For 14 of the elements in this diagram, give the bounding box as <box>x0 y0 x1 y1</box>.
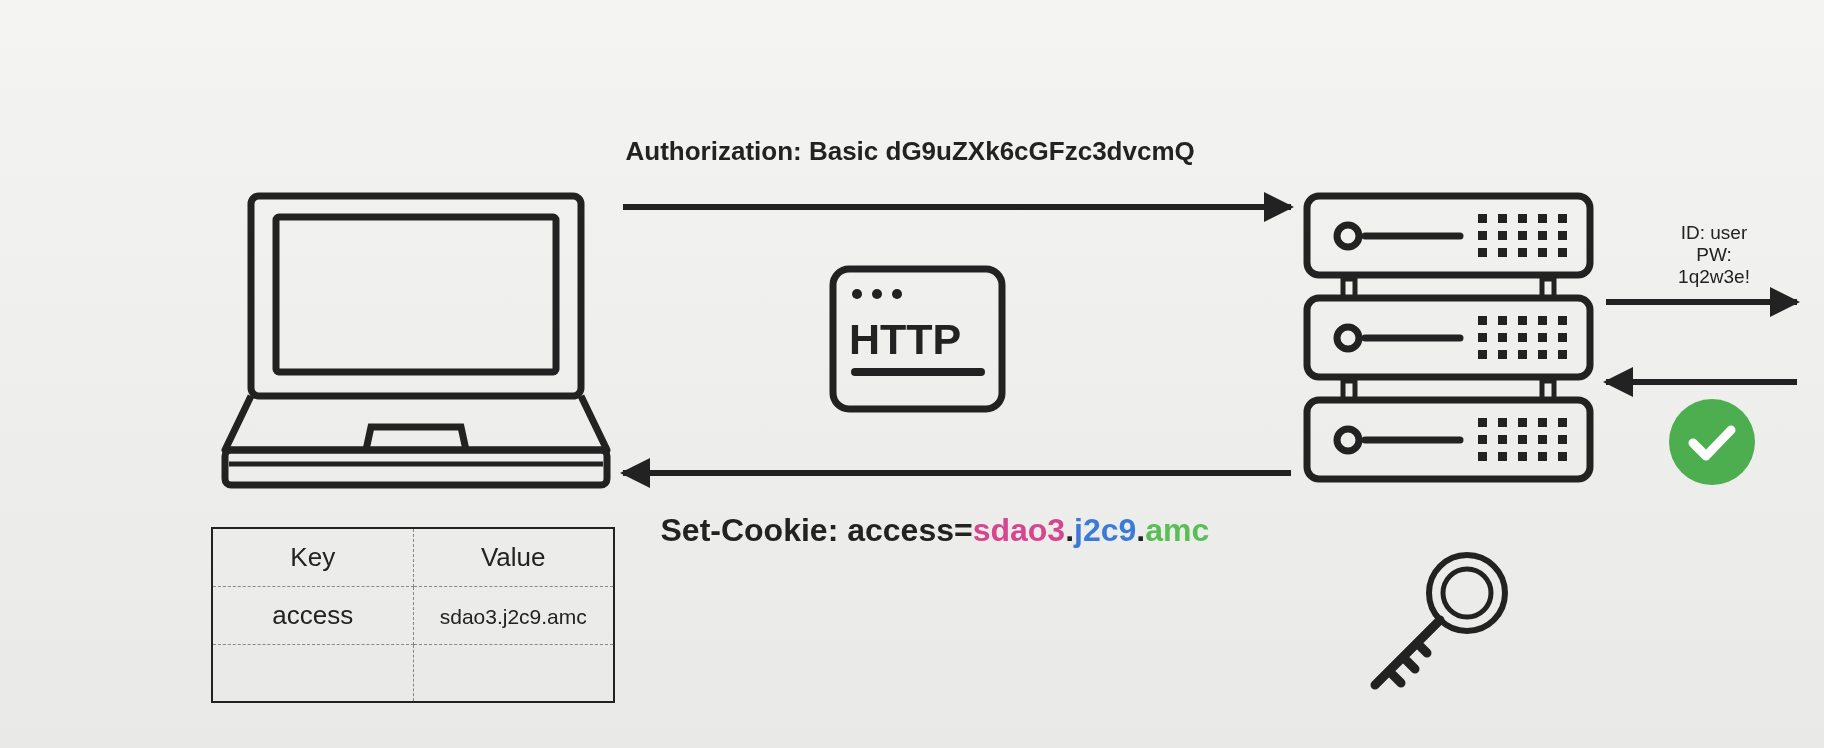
arrow <box>1603 367 1797 397</box>
server-icon <box>1303 192 1594 483</box>
edge-label: Set-Cookie: access=sdao3.j2c9.amc <box>660 512 1210 549</box>
arrow <box>1606 287 1800 317</box>
table-entry: sdao3.j2c9.amc <box>439 604 587 628</box>
table-entry: access <box>272 599 354 630</box>
edge-label: Authorization: Basic dG9uZXk6cGFzc3dvcmQ <box>625 136 1195 167</box>
edge-label: ID: user PW: 1q2w3e! <box>1677 222 1751 288</box>
arrow <box>620 458 1291 488</box>
arrow <box>623 192 1294 222</box>
column-header: Key <box>290 541 336 572</box>
column-header: Value <box>480 541 546 572</box>
laptop-icon <box>221 192 611 489</box>
protocol-label: HTTP <box>849 318 962 361</box>
